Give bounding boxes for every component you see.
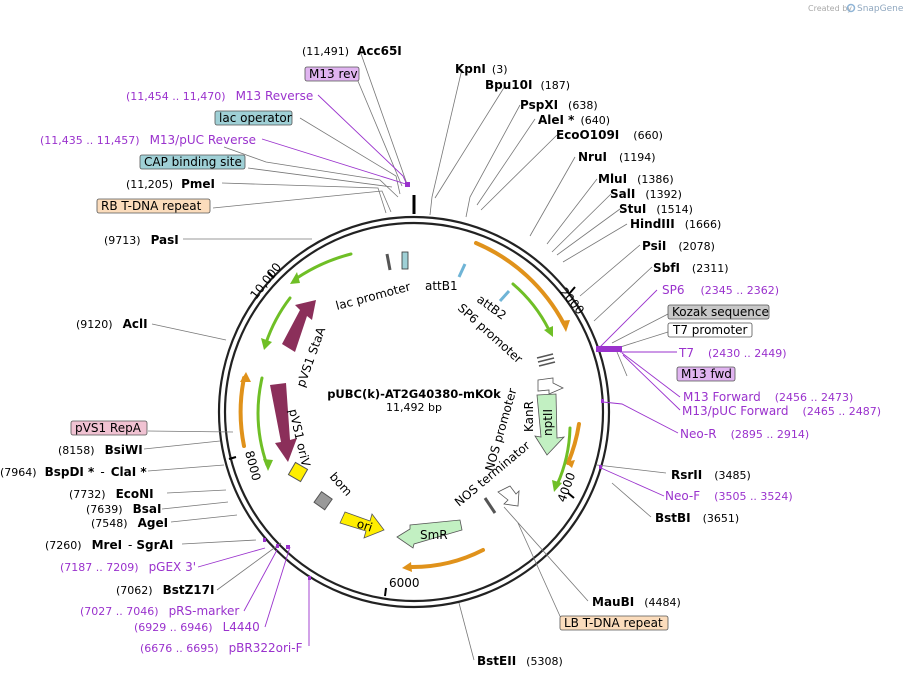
leader-lines xyxy=(143,50,669,661)
primer-sp6: SP6(2345 .. 2362) xyxy=(662,283,779,297)
enzyme-pasi: (9713)PasI xyxy=(104,233,179,247)
enzyme-agei: (7548)AgeI xyxy=(91,516,168,530)
rb-tdna-box xyxy=(96,198,211,214)
lac-operator-label: lac operator xyxy=(219,111,292,125)
t7-promoter-label: T7 promoter xyxy=(672,323,748,337)
bom-label: bom xyxy=(327,470,355,499)
attb1-mark xyxy=(457,263,467,278)
plasmid-name: pUBC(k)-AT2G40380-mKOk xyxy=(327,387,501,401)
enzyme-bsai: (7639)BsaI xyxy=(86,502,161,516)
enzyme-rsrii: RsrII(3485) xyxy=(671,468,751,482)
enzyme-ecoo109i: EcoO109I(660) xyxy=(556,128,663,142)
backbone-circle xyxy=(217,215,611,609)
rb-region-arc xyxy=(474,241,566,326)
nptii-label: nptII xyxy=(541,409,555,436)
primer-pgex3: (7187 .. 7209)pGEX 3' xyxy=(60,560,196,574)
enzyme-econi: (7732)EcoNI xyxy=(69,487,154,501)
enzyme-bsiwi: (8158)BsiWI xyxy=(58,443,143,457)
primer-m13-reverse: (11,454 .. 11,470)M13 Reverse xyxy=(126,89,313,103)
pvs1-repa-label: pVS1 RepA xyxy=(75,421,142,435)
t7-promoter-box xyxy=(667,322,753,338)
tick-label-4000: 4000 xyxy=(555,471,579,504)
pvs1-oriv-box xyxy=(287,461,309,483)
enzyme-pmei: (11,205)PmeI xyxy=(126,177,215,191)
enzyme-bspdi-clai: (7964)BspDI *-ClaI * xyxy=(0,465,147,479)
smr-arrow xyxy=(396,519,463,549)
created-by-text: Created by xyxy=(808,4,852,13)
tick-marks xyxy=(228,271,576,597)
enzyme-mlui: MluI(1386) xyxy=(598,172,674,186)
bom-box xyxy=(313,490,333,511)
primer-site-markers xyxy=(263,182,622,580)
enzyme-bstz17i: (7062)BstZ17I xyxy=(116,583,214,597)
enzyme-acli: (9120)AclI xyxy=(76,317,148,331)
lac-operator-mark xyxy=(401,251,409,270)
nptii-arrow xyxy=(534,393,566,456)
enzyme-maubi: MauBI(4484) xyxy=(592,595,681,609)
m13-rev-label: M13 rev xyxy=(309,67,358,81)
primer-neo-f: Neo-F(3505 .. 3524) xyxy=(665,489,793,503)
enzyme-hindiii: HindIII(1666) xyxy=(630,217,721,231)
attb1-label: attB1 xyxy=(425,279,458,293)
enzyme-mrei-sgrai: (7260)MreI-SgrAI xyxy=(45,538,173,552)
enzyme-alei: AleI *(640) xyxy=(538,113,610,127)
nos-terminator-arrow xyxy=(497,485,520,507)
enzyme-pspxi: PspXI(638) xyxy=(520,98,598,112)
enzyme-bpu10i: Bpu10I(187) xyxy=(485,78,570,92)
ori-arrow xyxy=(339,511,385,539)
enzyme-sali: SalI(1392) xyxy=(610,187,682,201)
tick-label-6000: 6000 xyxy=(389,576,420,590)
lb-tdna-label: LB T-DNA repeat xyxy=(564,616,663,630)
enzyme-sbfi: SbfI(2311) xyxy=(653,261,729,275)
kozak-label: Kozak sequence xyxy=(672,305,769,319)
plasmid-size: 11,492 bp xyxy=(386,401,442,414)
enzyme-bstbi: BstBI(3651) xyxy=(655,511,739,525)
snapgene-logo-icon xyxy=(846,3,856,13)
pvs1-oriv-label: pVS1 oriV xyxy=(286,408,313,469)
enzyme-bsteii: BstEII(5308) xyxy=(477,654,563,668)
primer-neo-r: Neo-R(2895 .. 2914) xyxy=(680,427,809,441)
tick-label-8000: 8000 xyxy=(242,449,263,482)
primer-m13-forward: M13 Forward(2456 .. 2473) xyxy=(683,390,853,404)
enzyme-psii: PsiI(2078) xyxy=(642,239,715,253)
m13-rev-box xyxy=(304,66,360,82)
lac-promoter-mark xyxy=(385,253,392,271)
cap-binding-site-label: CAP binding site xyxy=(144,155,242,169)
primer-prs-marker: (7027 .. 7046)pRS-marker xyxy=(80,604,239,618)
smr-label: SmR xyxy=(420,528,448,542)
enzyme-stui: StuI(1514) xyxy=(619,202,693,216)
enzyme-acc65i: (11,491)Acc65I xyxy=(302,44,402,58)
pvs1-repa-arrow xyxy=(270,383,297,462)
lb-tdna-box xyxy=(559,615,669,631)
pvs1-staa-arrow xyxy=(282,300,316,352)
nos-promoter-arrow xyxy=(537,377,564,395)
primer-pbr322ori-f: (6676 .. 6695)pBR322ori-F xyxy=(140,641,303,655)
attb2-mark xyxy=(498,289,511,303)
kanr-label: KanR xyxy=(522,401,536,432)
cap-binding-site-box xyxy=(139,154,246,170)
snapgene-brand: SnapGene xyxy=(857,4,904,14)
ori-label: ori xyxy=(355,517,374,535)
primer-leader-lines xyxy=(197,94,681,646)
pvs1-repa-box xyxy=(70,420,148,436)
nos-terminator-mark xyxy=(483,497,497,514)
enzyme-kpni: KpnI(3) xyxy=(455,62,508,76)
primer-l4440: (6929 .. 6946)L4440 xyxy=(134,620,260,634)
lac-promoter-label: lac promoter xyxy=(334,279,412,312)
primer-m13puc-reverse: (11,435 .. 11,457)M13/pUC Reverse xyxy=(40,133,256,147)
m13-fwd-label: M13 fwd xyxy=(681,367,732,381)
primer-m13puc-forward: M13/pUC Forward(2465 .. 2487) xyxy=(682,404,881,418)
rb-tdna-label: RB T-DNA repeat xyxy=(101,199,202,213)
green-arrowheads xyxy=(261,272,562,492)
primer-t7: T7(2430 .. 2449) xyxy=(678,346,787,360)
m13-fwd-box xyxy=(676,366,736,382)
lac-operator-box xyxy=(214,110,293,126)
enzyme-nrui: NruI(1194) xyxy=(578,150,656,164)
kozak-box xyxy=(667,304,770,320)
sp6-promoter-mark xyxy=(536,353,556,367)
orange-arrowheads xyxy=(240,320,575,572)
